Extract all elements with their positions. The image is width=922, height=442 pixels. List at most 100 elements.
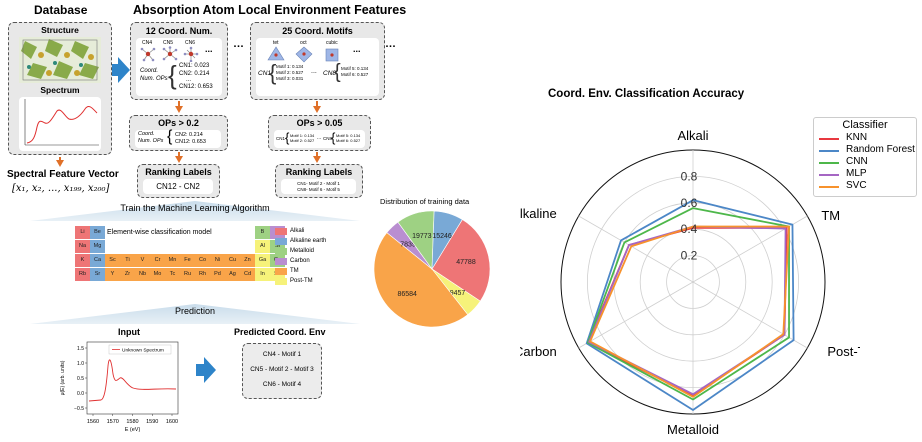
coord-brace: { [168, 60, 177, 90]
radar-series-random-forest [585, 199, 795, 411]
radar-axis-label: TM [821, 208, 840, 223]
ops-right-cn8-value: Motif 6: 0.527 [336, 138, 361, 143]
radar-legend: Classifier KNN Random Forest CNN MLP SVC [813, 117, 917, 197]
element-cell-al: Al [255, 240, 270, 253]
element-cell-mo: Mo [150, 268, 165, 281]
arrow-stem [316, 152, 318, 157]
radar-r-tick-label: 0.2 [681, 249, 698, 263]
motif-cn1-value: Motif 1: 0.134 [276, 64, 304, 69]
coord-val-1: CN1: 0.023 [179, 63, 210, 69]
periodic-table: LiBeBCNaMgAlSiKCaScTiVCrMnFeCoNiCuZnGaGe… [75, 226, 290, 298]
element-cell-ag: Ag [225, 268, 240, 281]
db-right-arrow-stem [112, 64, 119, 76]
rank-left-value: CN12 - CN2 [143, 179, 213, 194]
legend-label: Metalloid [290, 248, 315, 254]
oct-label: oct [300, 40, 307, 46]
element-cell-mn: Mn [165, 254, 180, 267]
input-y-tick-label: 1.0 [77, 361, 84, 367]
radar-spoke [578, 215, 694, 283]
ops-right-box: OPs > 0.05 CN1 { Motif 1: 0.134 Motif 2:… [268, 115, 371, 151]
legend-swatch-alkali [275, 228, 287, 235]
input-x-tick-label: 1590 [146, 419, 158, 425]
input-x-tick-label: 1580 [126, 419, 138, 425]
motif-dots: ... [353, 44, 361, 54]
sfv-formula: [x₁, x₂, ..., x₁₉₉, x₂₀₀] [12, 183, 110, 194]
motif-cn1-value: Motif 3: 0.031 [276, 76, 304, 81]
legend-line-mlp [819, 174, 839, 176]
radar-r-tick-label: 0.8 [681, 169, 698, 183]
rank-left-box: Ranking Labels CN12 - CN2 [137, 164, 220, 198]
element-cell-fe: Fe [180, 254, 195, 267]
element-cell-tc: Tc [165, 268, 180, 281]
ops-left-val-1: CN2: 0.214 [175, 132, 203, 138]
coord-motif-title: 25 Coord. Motifs [282, 26, 353, 36]
coord-val-4: CN12: 0.653 [179, 84, 213, 90]
element-cell-ni: Ni [210, 254, 225, 267]
rank-right-value: CN1- Motif 2 - Motif 1 [297, 181, 340, 186]
ops-left-label: Coord. Num. OPs [138, 131, 164, 144]
input-x-tick-label: 1600 [166, 419, 178, 425]
element-cell-in: In [255, 268, 270, 281]
coord-val-2: CN2: 0.214 [179, 71, 210, 77]
ops-right-cn8-value: Motif 5: 0.134 [336, 133, 361, 138]
ops-right-cn1-values: Motif 1: 0.134 Motif 2: 0.527 [290, 133, 314, 143]
ops-right-dots: ... [317, 135, 322, 141]
element-cell-cr: Cr [150, 254, 165, 267]
ops-right-brace-1: { [285, 130, 290, 145]
input-y-tick-label: 1.5 [77, 346, 84, 352]
legend-label: Carbon [290, 258, 310, 264]
legend-label: Post-TM [290, 278, 313, 284]
input-y-tick-label: 0.5 [77, 376, 84, 382]
input-legend-box [108, 344, 172, 355]
motif-cn1-values: Motif 1: 0.134 Motif 2: 0.527 Motif 3: 0… [276, 64, 303, 82]
legend-text: KNN [846, 132, 868, 143]
coord-val-3: ... [186, 77, 192, 83]
legend-swatch-carbon [275, 258, 287, 265]
down-arrow [175, 156, 183, 163]
prediction-banner-text: Prediction [174, 306, 216, 316]
radar-spoke [578, 281, 694, 349]
features-dots-2: … [385, 38, 396, 50]
element-cell-zn: Zn [240, 254, 255, 267]
input-x-label: E (eV) [125, 427, 141, 433]
legend-swatch-alkaline-earth [275, 238, 287, 245]
radar-series-svc [589, 225, 790, 398]
cn4-label: CN4 [142, 40, 153, 46]
legend-line-random-forest [819, 150, 839, 152]
element-legend: Alkali Alkaline earth Metalloid Carbon T… [275, 228, 341, 288]
features-title: Absorption Atom Local Environment Featur… [133, 3, 407, 17]
ops-right-title: OPs > 0.05 [296, 118, 343, 128]
output-line: CN4 - Motif 1 [262, 351, 302, 358]
ops-right-inner: CN1 { Motif 1: 0.134 Motif 2: 0.527 ... … [274, 130, 365, 148]
rank-right-title: Ranking Labels [285, 167, 353, 177]
pie-value-label: 19773 [412, 233, 432, 240]
features-dots: … [233, 38, 244, 50]
cubic-label: cubic [326, 40, 338, 46]
radar-axis-label: Carbon [520, 344, 557, 359]
radar-title: Coord. Env. Classification Accuracy [548, 88, 745, 100]
input-y-tick-label: 0.0 [77, 391, 84, 397]
legend-text: Random Forest [846, 144, 915, 155]
legend-label: Alkali [290, 228, 305, 234]
output-line: CN5 - Motif 2 - Motif 3 [250, 366, 314, 373]
element-cell-ti: Ti [120, 254, 135, 267]
radar-series-cnn [586, 207, 790, 401]
output-line: CN6 - Motif 4 [262, 381, 302, 388]
motif-cn1: CN1 [258, 70, 272, 77]
motif-cn8-value: Motif 6: 0.527 [341, 72, 369, 77]
element-cell-ru: Ru [180, 268, 195, 281]
element-cell-cd: Cd [240, 268, 255, 281]
pie-slice-alkali [431, 219, 491, 302]
element-cell-be: Be [90, 226, 105, 239]
cn5-label: CN5 [163, 40, 174, 46]
coord-num-dots: ... [205, 44, 213, 54]
ops-left-val-2: CN12: 0.653 [175, 139, 206, 145]
rank-right-values: CN1- Motif 2 - Motif 1 CN8- Motif 6 - Mo… [281, 179, 356, 194]
input-legend-text: Unknown Spectrum [122, 348, 164, 354]
arrow-stem [178, 152, 180, 157]
cn6-label: CN6 [185, 40, 196, 46]
radar-series-mlp [588, 225, 787, 396]
arrow-stem [178, 101, 180, 107]
pie-value-label: 47788 [456, 259, 476, 266]
